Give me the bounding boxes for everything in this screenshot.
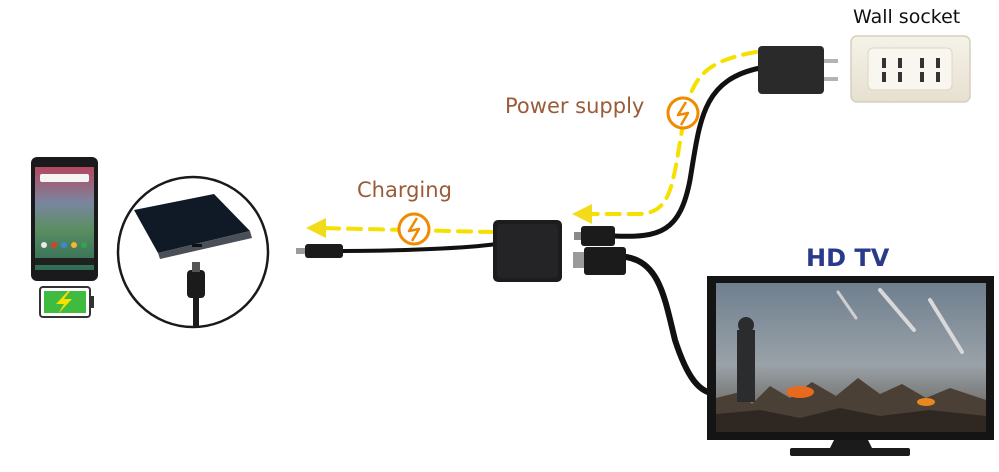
smartphone — [31, 157, 98, 281]
power-input-cable — [611, 65, 763, 239]
wall-charger — [758, 46, 838, 94]
battery-charging-icon — [39, 286, 94, 318]
wall-socket — [850, 35, 971, 103]
hdmi-adapter — [493, 220, 562, 282]
power-supply-label: Power supply — [505, 94, 645, 118]
charging-flow-arrow — [306, 218, 326, 238]
power-flow-arrow — [572, 204, 592, 224]
charging-label: Charging — [357, 178, 452, 202]
hd-tv — [707, 276, 994, 456]
phone-cable — [340, 242, 498, 253]
power-input-plug — [574, 226, 615, 246]
wall-socket-label: Wall socket — [853, 6, 961, 28]
cables — [340, 65, 763, 397]
power-supply-bolt-icon — [666, 96, 700, 130]
usb-c-plug — [296, 244, 343, 258]
flow-lines — [318, 50, 758, 234]
hdmi-cable — [623, 254, 718, 397]
power-flow-line — [578, 50, 758, 216]
hd-tv-label: HD TV — [806, 244, 890, 272]
usb-c-port-closeup — [116, 175, 270, 329]
hdmi-plug — [573, 247, 626, 275]
charging-bolt-icon — [397, 212, 431, 246]
